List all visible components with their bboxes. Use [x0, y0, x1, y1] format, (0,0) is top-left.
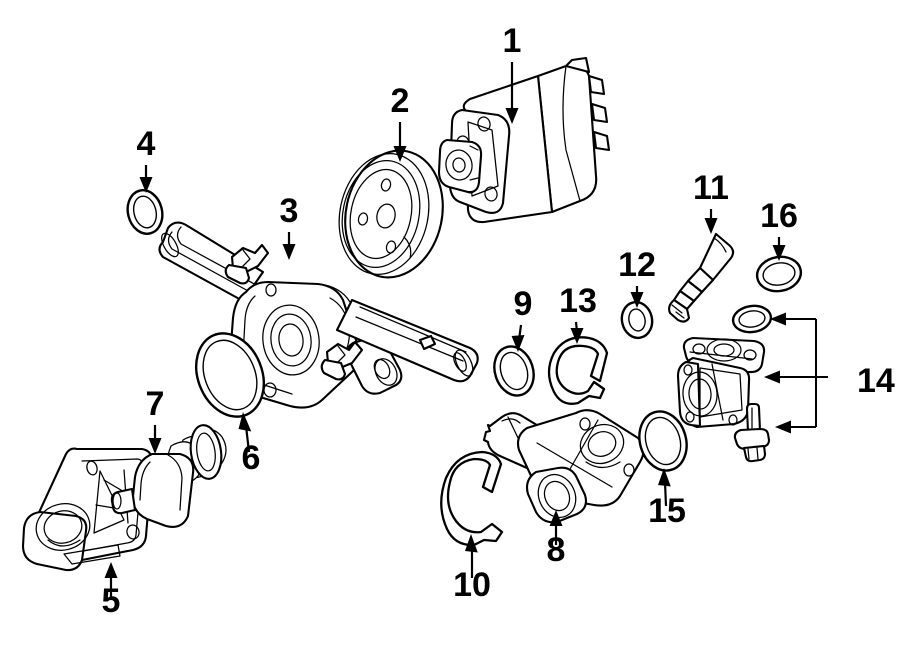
- part-outlet-housing: [676, 336, 766, 429]
- callout-leaders: [104, 62, 828, 598]
- part-flange-bolt: [733, 402, 771, 463]
- part-seal-o-ring-16: [755, 255, 803, 293]
- callout-label-11: 11: [693, 169, 729, 207]
- callout-label-12: 12: [618, 246, 656, 284]
- callout-label-7: 7: [146, 385, 165, 423]
- part-retaining-clip-small: [547, 336, 609, 405]
- part-thermostat: [110, 424, 227, 528]
- part-water-outlet-housing-kit: [676, 304, 773, 463]
- callout-label-16: 16: [760, 197, 798, 235]
- part-seal-o-ring-medium: [638, 410, 688, 472]
- part-gasket-ring: [731, 304, 773, 334]
- part-coolant-temperature-sensor: [668, 232, 735, 323]
- part-water-pump-pulley: [338, 149, 444, 279]
- callout-label-3: 3: [280, 192, 299, 230]
- part-water-pump: [437, 56, 611, 224]
- callout-label-8: 8: [547, 531, 566, 569]
- callout-label-2: 2: [391, 82, 410, 120]
- part-water-outlet-connector: [482, 409, 645, 524]
- callout-label-14: 14: [857, 362, 895, 400]
- callout-label-15: 15: [648, 492, 686, 530]
- callout-label-13: 13: [559, 282, 597, 320]
- callout-labels: 1 2 3 4 5 6 7 8 9 10 11 12 13 14 15 16: [102, 22, 895, 620]
- callout-label-5: 5: [102, 582, 121, 620]
- callout-label-1: 1: [503, 22, 522, 60]
- callout-label-6: 6: [242, 439, 261, 477]
- callout-label-4: 4: [137, 125, 156, 163]
- callout-label-10: 10: [453, 566, 491, 604]
- part-seal-washer: [620, 300, 654, 340]
- part-gasket-large-o-ring: [195, 332, 265, 418]
- callout-label-9: 9: [514, 285, 533, 323]
- part-retaining-clip: [440, 450, 504, 547]
- part-seal-o-ring-9: [493, 345, 535, 397]
- part-thermostat-housing-bracket: [21, 447, 154, 572]
- part-seal-o-ring-small: [126, 189, 164, 235]
